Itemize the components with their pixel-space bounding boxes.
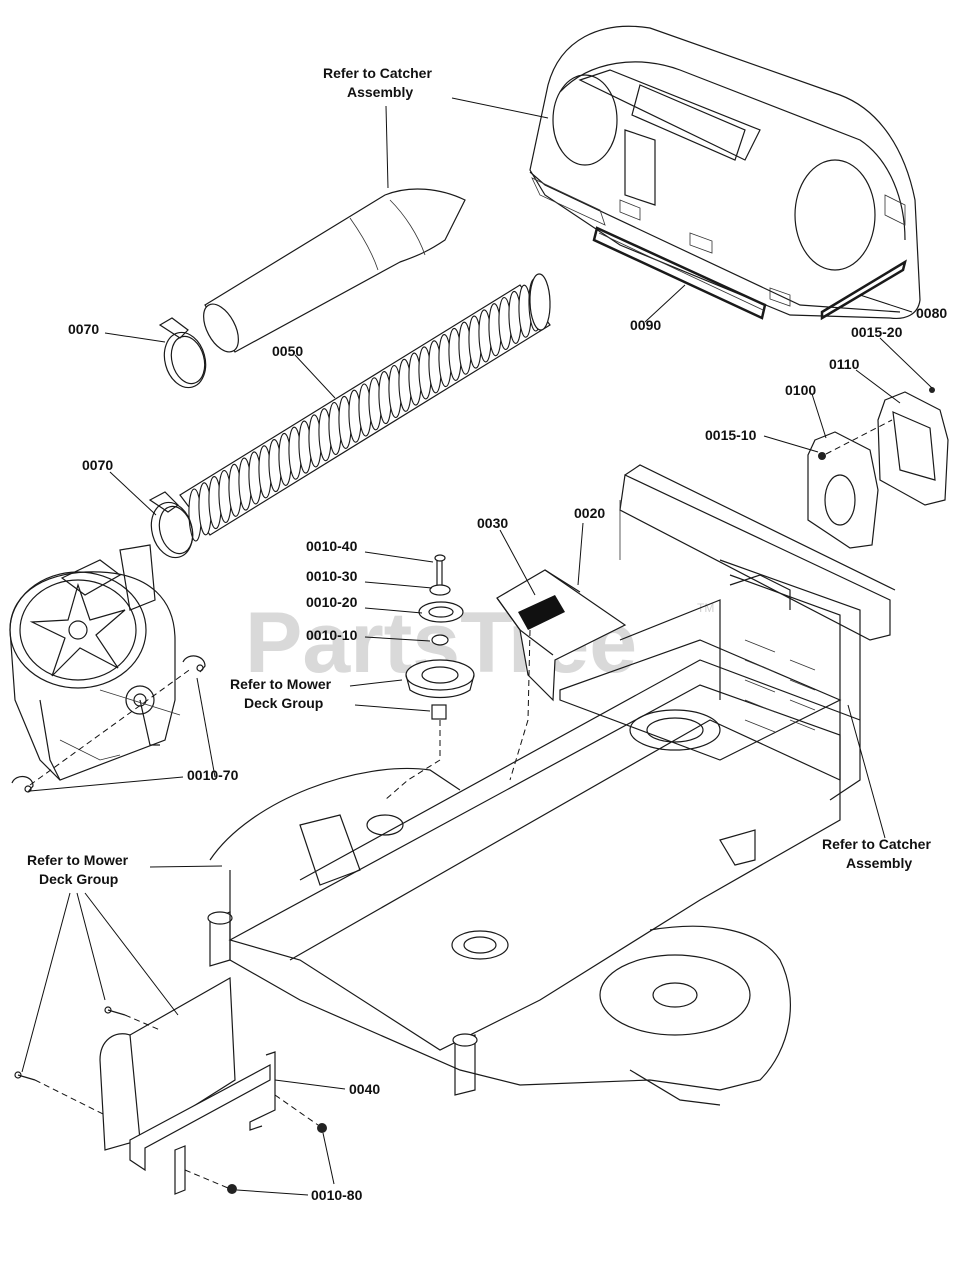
- callout-0010-40: 0010-40: [306, 538, 358, 554]
- callout-0010-30: 0010-30: [306, 568, 358, 584]
- upper-chute-tube: [203, 188, 466, 353]
- callout-0020: 0020: [574, 505, 605, 521]
- part-0090-strip: [592, 226, 767, 320]
- screw-0015-20: [929, 387, 935, 393]
- callout-0100: 0100: [785, 382, 816, 398]
- bracket-0040: [129, 1051, 276, 1195]
- plate-0110: [877, 391, 949, 506]
- pulley-stack: [384, 554, 475, 801]
- callout-refer-catcher-top-line1: Refer to Catcher: [323, 65, 432, 81]
- decal-0030: [518, 595, 565, 630]
- part-0080-strip: [820, 259, 907, 321]
- screw-0015-10: [818, 452, 826, 460]
- callout-0050: 0050: [272, 343, 303, 359]
- callout-0080: 0080: [916, 305, 947, 321]
- callout-0070-top: 0070: [68, 321, 99, 337]
- chassis-frame: [207, 464, 896, 1096]
- bolt-left-b: [14, 1071, 36, 1081]
- callout-0090: 0090: [630, 317, 661, 333]
- callout-refer-mower-left-line2: Deck Group: [39, 871, 118, 887]
- callout-refer-mower-left-line1: Refer to Mower: [27, 852, 129, 868]
- bolt-left-a: [104, 1006, 126, 1016]
- shield-0020: [496, 569, 627, 781]
- nut-0010-80-lower: [227, 1184, 237, 1194]
- pin-0010-70-top: [182, 655, 206, 673]
- plate-0100: [807, 431, 879, 549]
- mower-deck: [209, 767, 791, 1106]
- callout-0040: 0040: [349, 1081, 380, 1097]
- callout-0110: 0110: [829, 356, 860, 372]
- blower-housing: [9, 544, 181, 781]
- callout-0010-10: 0010-10: [306, 627, 358, 643]
- callout-0015-10: 0015-10: [705, 427, 757, 443]
- callout-refer-catcher-top-line2: Assembly: [347, 84, 413, 100]
- pin-0010-70-bottom: [11, 776, 34, 793]
- hose-end: [529, 273, 551, 331]
- clamp-0070-mid: [148, 491, 194, 559]
- callout-0030: 0030: [477, 515, 508, 531]
- nut-0010-80-upper: [317, 1123, 327, 1133]
- clamp-0070-top: [158, 317, 207, 389]
- callout-0015-20: 0015-20: [851, 324, 903, 340]
- callout-0010-70: 0010-70: [187, 767, 239, 783]
- leader-lines: [21, 97, 933, 1196]
- callout-refer-catcher-right-line2: Assembly: [846, 855, 912, 871]
- catcher-bag: [529, 25, 921, 320]
- callout-0010-80: 0010-80: [311, 1187, 363, 1203]
- corrugated-hose: [179, 273, 551, 542]
- callout-refer-catcher-right-line1: Refer to Catcher: [822, 836, 931, 852]
- callout-refer-mower-mid-line1: Refer to Mower: [230, 676, 332, 692]
- callout-refer-mower-mid-line2: Deck Group: [244, 695, 323, 711]
- callout-0070-mid: 0070: [82, 457, 113, 473]
- callout-0010-20: 0010-20: [306, 594, 358, 610]
